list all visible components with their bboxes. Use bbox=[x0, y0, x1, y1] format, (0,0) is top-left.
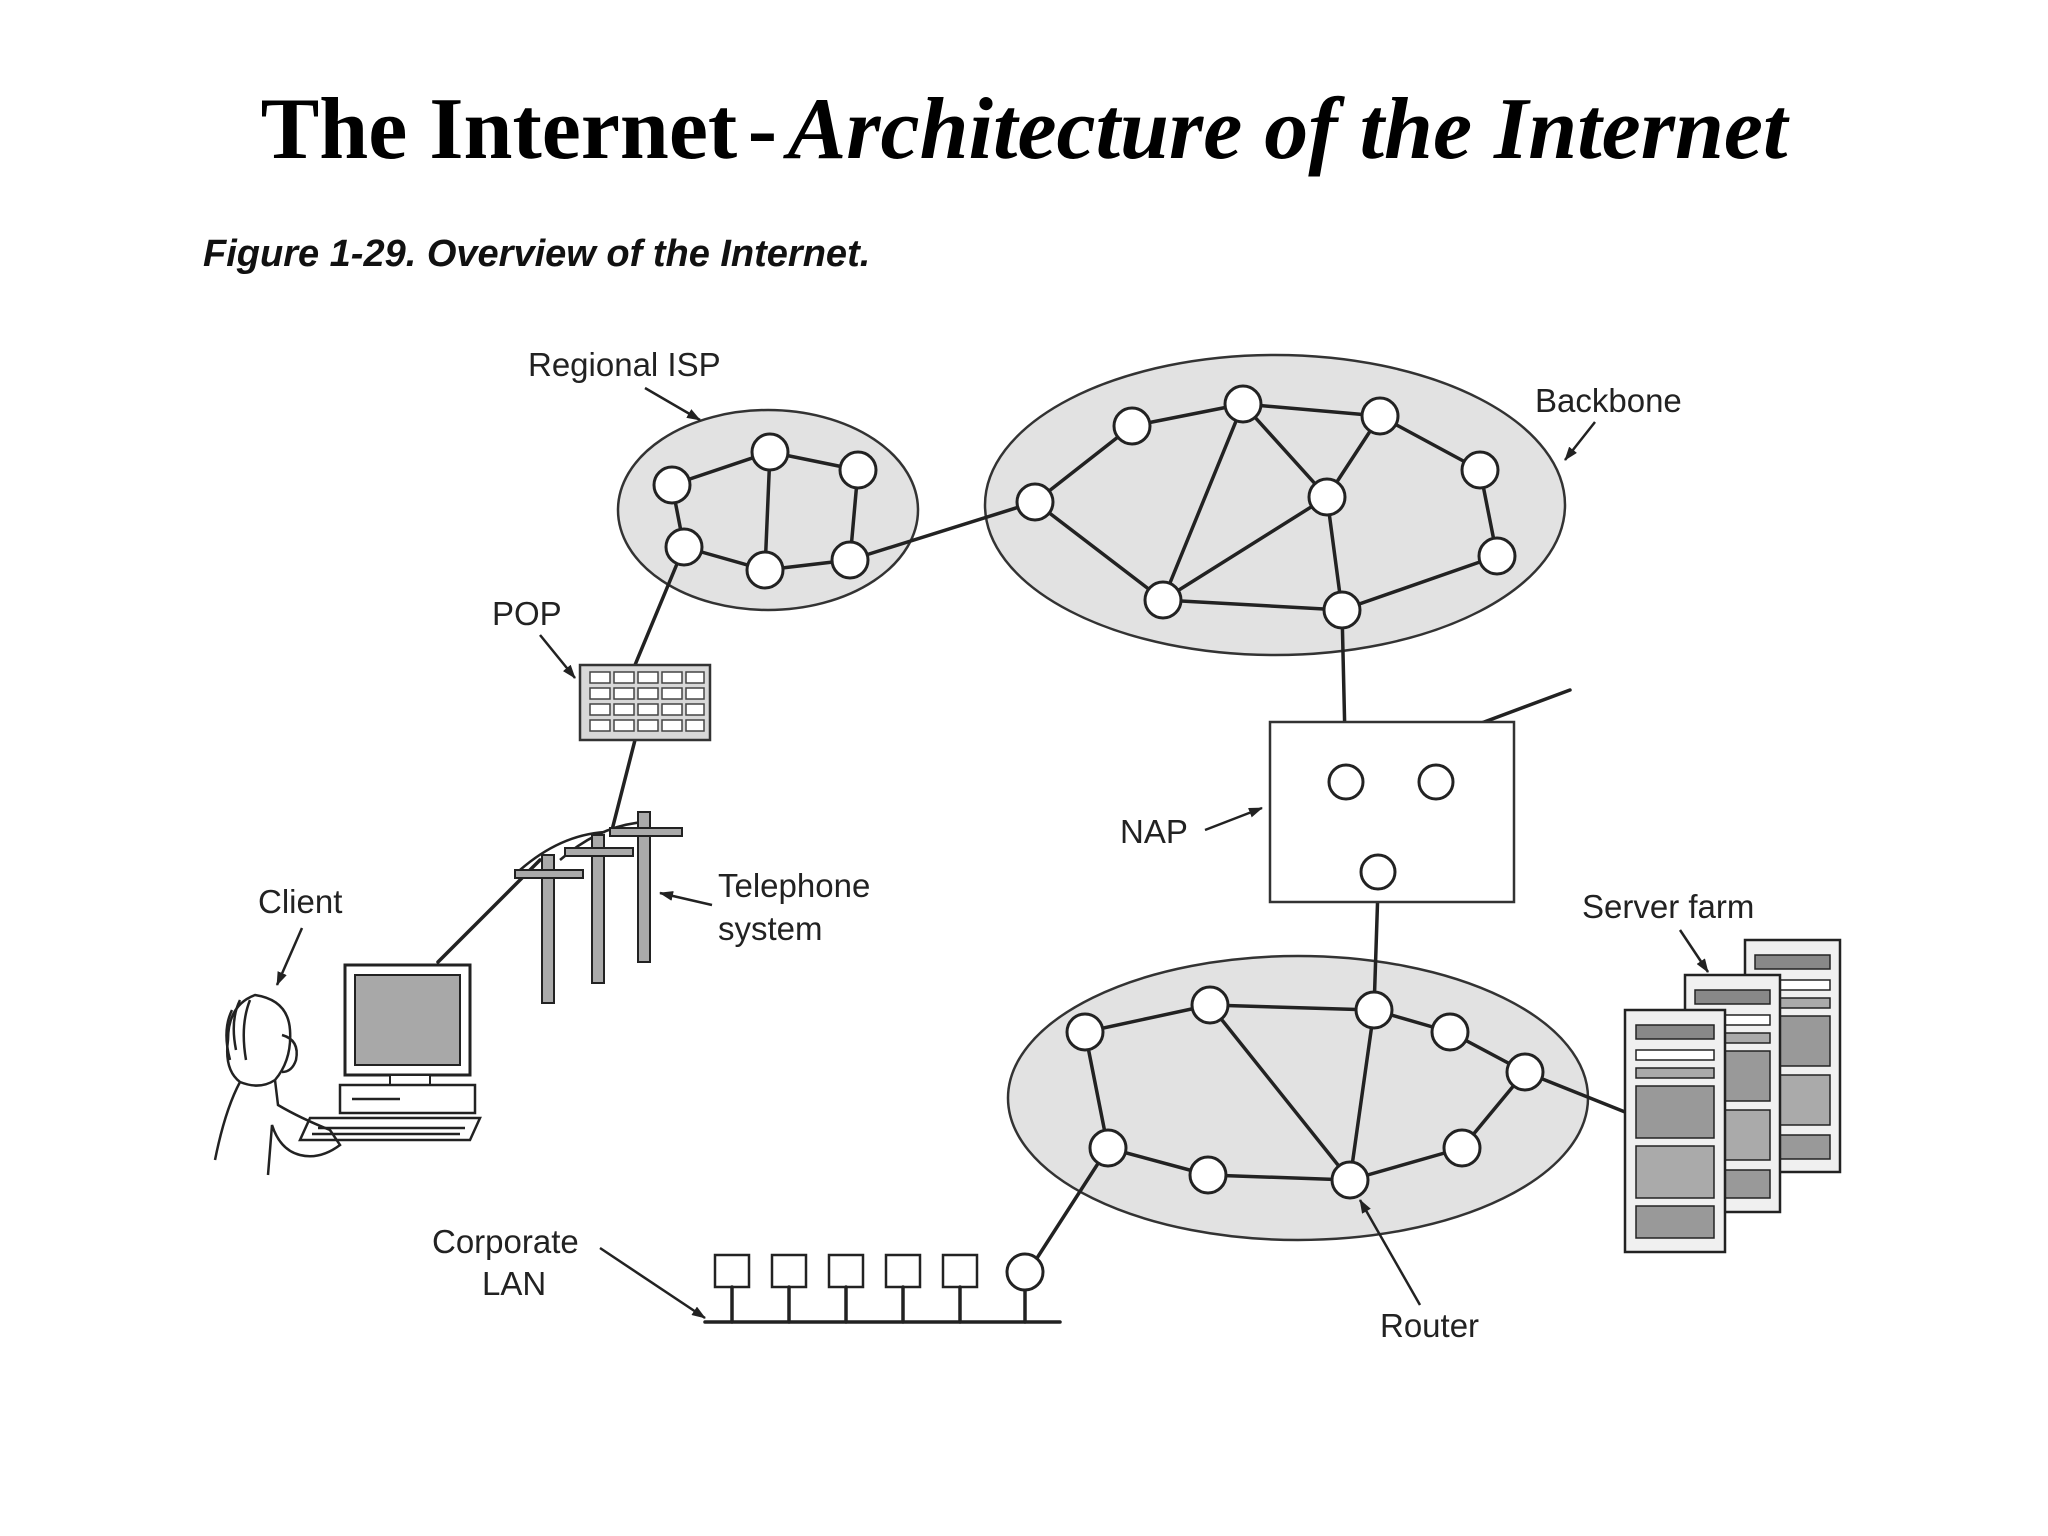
title-subtitle: Architecture of the Internet bbox=[787, 81, 1788, 178]
corporate-lan-label-line1: Corporate bbox=[432, 1223, 579, 1260]
telephone-system-label-line2: system bbox=[718, 910, 823, 947]
regional-isp-routers bbox=[652, 432, 878, 590]
corporate-lan-icon bbox=[703, 1252, 1062, 1324]
client-label: Client bbox=[258, 883, 342, 920]
title-main: The Internet bbox=[260, 81, 738, 178]
pop-label: POP bbox=[492, 595, 562, 632]
figure-caption: Figure 1-29. Overview of the Internet. bbox=[203, 233, 870, 275]
regional-isp-label: Regional ISP bbox=[528, 346, 721, 383]
client-computer-icon bbox=[298, 963, 482, 1142]
client-person-icon bbox=[213, 993, 342, 1176]
server-farm-label: Server farm bbox=[1582, 888, 1754, 925]
slide-title: The Internet-Architecture of the Interne… bbox=[0, 86, 2048, 174]
nap-routers bbox=[1327, 763, 1455, 891]
telephone-system-label-line1: Telephone bbox=[718, 867, 870, 904]
nap-label: NAP bbox=[1120, 813, 1188, 850]
backbone-routers bbox=[1015, 384, 1517, 630]
corporate-network-cloud bbox=[1006, 954, 1590, 1242]
backbone-cloud bbox=[983, 353, 1567, 657]
corporate-lan-label-line2: LAN bbox=[482, 1265, 546, 1302]
title-separator: - bbox=[747, 81, 778, 178]
backbone-label: Backbone bbox=[1535, 382, 1682, 419]
telephone-pole-icon bbox=[514, 811, 683, 1004]
label-pointers bbox=[275, 386, 1710, 1320]
lower-network-routers bbox=[1065, 985, 1545, 1200]
lower-network-links bbox=[1026, 1003, 1642, 1274]
server-farm-icon bbox=[1623, 938, 1842, 1254]
router-label: Router bbox=[1380, 1307, 1479, 1344]
pop-icon bbox=[578, 663, 712, 742]
